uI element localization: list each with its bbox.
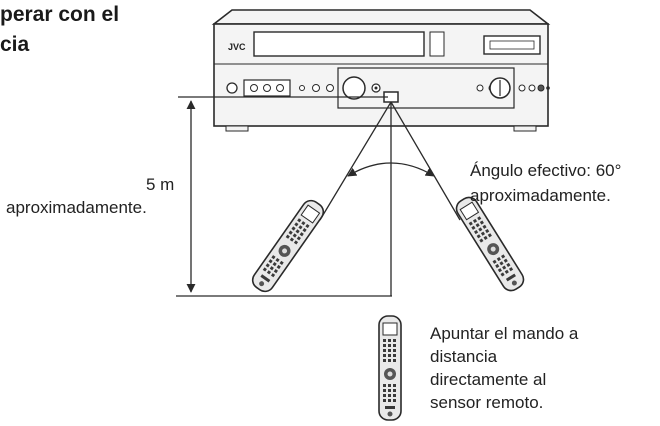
instruction-line-2: distancia <box>430 347 498 366</box>
section-title-line-2: cia <box>0 33 30 56</box>
instruction-line-3: directamente al <box>430 370 547 389</box>
instruction-line-1: Apuntar el mando a <box>430 324 579 343</box>
distance-value: 5 m <box>146 175 175 194</box>
remote-control-center <box>378 315 402 421</box>
distance-qualifier: aproximadamente. <box>6 198 147 217</box>
dvd-vcr-recorder: JVC <box>211 9 551 132</box>
instruction-line-4: sensor remoto. <box>430 393 544 412</box>
distance-indicator <box>176 96 392 297</box>
section-title-line-1: perar con el <box>0 3 120 26</box>
remote-control-left <box>248 196 328 296</box>
angle-qualifier: aproximadamente. <box>470 186 611 205</box>
remote-control-right <box>452 193 528 295</box>
angle-arc-arrow <box>347 162 435 177</box>
effective-angle-rays <box>319 101 461 221</box>
angle-label: Ángulo efectivo: 60° <box>470 161 622 180</box>
brand-logo: JVC <box>228 42 246 52</box>
